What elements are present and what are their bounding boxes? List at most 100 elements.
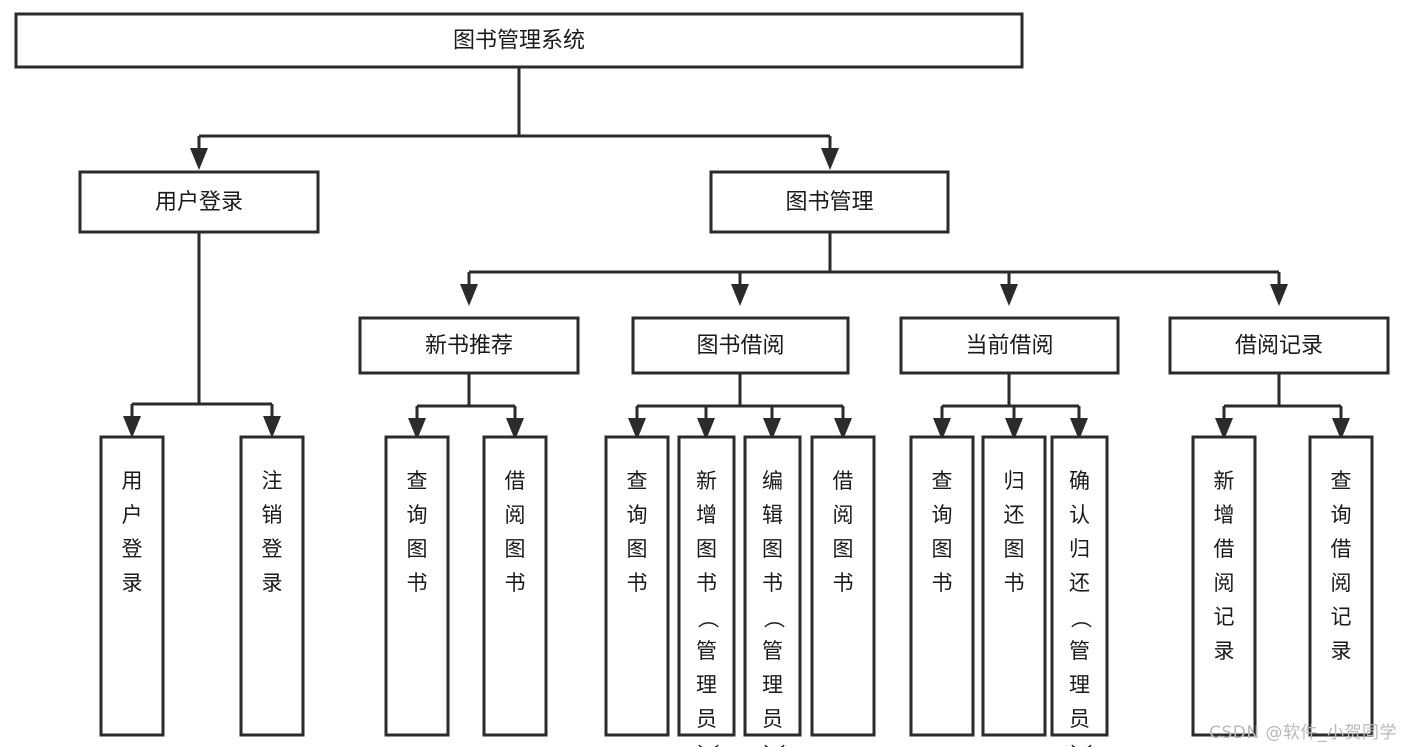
- node-new-book-recommend[interactable]: 新书推荐: [358, 316, 580, 375]
- node-user-login[interactable]: 用户登录: [78, 170, 320, 234]
- node-label-char: 查: [627, 469, 648, 493]
- node-label-char: 查: [1331, 469, 1352, 493]
- connector-book-manage-to-level3: [460, 232, 1288, 306]
- node-box-leaf-add-book[interactable]: [677, 435, 736, 737]
- node-label-char: 管: [1069, 639, 1090, 663]
- node-label-char: 录: [122, 571, 143, 595]
- node-label-char: ）: [762, 744, 786, 747]
- node-label-char: 图: [627, 537, 648, 561]
- node-label-char: 图: [762, 537, 783, 561]
- node-box-leaf-query-book-2[interactable]: [604, 435, 670, 737]
- node-label-char: 图: [833, 537, 854, 561]
- node-box-book-borrow[interactable]: [631, 316, 850, 375]
- arrow-head-icon: [731, 284, 749, 306]
- node-box-leaf-add-record[interactable]: [1191, 435, 1257, 737]
- node-box-user-login[interactable]: [78, 170, 320, 234]
- node-label-char: 书: [1004, 571, 1025, 595]
- node-leaf-user-login[interactable]: 用户登录: [99, 435, 165, 737]
- arrow-head-icon: [190, 148, 208, 170]
- watermark-text: CSDN @软件_小贺同学: [1209, 723, 1397, 743]
- node-borrow-record[interactable]: 借阅记录: [1168, 316, 1390, 375]
- node-box-borrow-record[interactable]: [1168, 316, 1390, 375]
- node-label-char: 确: [1069, 469, 1090, 493]
- node-label-char: 新: [1214, 469, 1235, 493]
- arrow-head-icon: [697, 418, 715, 440]
- node-box-current-borrow[interactable]: [899, 316, 1120, 375]
- arrow-head-icon: [506, 418, 524, 440]
- node-box-leaf-query-book-1[interactable]: [384, 435, 450, 737]
- node-box-leaf-user-logout[interactable]: [239, 435, 305, 737]
- node-box-leaf-edit-book[interactable]: [743, 435, 802, 737]
- arrow-head-icon: [933, 418, 951, 440]
- node-root[interactable]: 图书管理系统: [14, 12, 1024, 69]
- node-label-char: 书: [696, 571, 717, 595]
- arrow-head-icon: [1070, 418, 1088, 440]
- node-label-book-manage: 图书管理: [785, 190, 873, 215]
- node-label-char: 借: [833, 469, 854, 493]
- node-label-char: （: [696, 608, 720, 629]
- node-label-char: 书: [407, 571, 428, 595]
- node-box-leaf-borrow-book-1[interactable]: [482, 435, 548, 737]
- node-label-char: 增: [1214, 503, 1235, 527]
- node-box-leaf-query-record[interactable]: [1308, 435, 1374, 737]
- arrow-head-icon: [763, 418, 781, 440]
- node-label-char: 员: [762, 707, 783, 731]
- node-label-char: 阅: [1331, 571, 1352, 595]
- nodes-layer: 图书管理系统用户登录图书管理新书推荐图书借阅当前借阅借阅记录用户登录注销登录查询…: [14, 12, 1390, 747]
- node-label-char: 新: [696, 469, 717, 493]
- arrow-head-icon: [123, 416, 141, 438]
- node-box-leaf-confirm-return[interactable]: [1050, 435, 1109, 737]
- node-label-char: 认: [1069, 503, 1090, 527]
- node-label-book-borrow: 图书借阅: [696, 334, 784, 359]
- node-label-char: 阅: [833, 503, 854, 527]
- node-label-char: （: [1069, 608, 1093, 629]
- node-label-char: 用: [122, 469, 143, 493]
- node-box-leaf-query-book-3[interactable]: [909, 435, 975, 737]
- node-label-char: 查: [407, 469, 428, 493]
- node-label-char: 询: [932, 503, 953, 527]
- node-label-char: 登: [122, 537, 143, 561]
- node-label-char: 借: [1214, 537, 1235, 561]
- node-book-borrow[interactable]: 图书借阅: [631, 316, 850, 375]
- node-box-leaf-user-login[interactable]: [99, 435, 165, 737]
- node-box-leaf-borrow-book-2[interactable]: [810, 435, 876, 737]
- node-current-borrow[interactable]: 当前借阅: [899, 316, 1120, 375]
- node-label-char: 销: [262, 503, 283, 527]
- arrow-head-icon: [1000, 284, 1018, 306]
- node-book-manage[interactable]: 图书管理: [709, 170, 950, 234]
- connector-root-to-level2: [190, 67, 839, 170]
- node-label-char: 理: [696, 673, 717, 697]
- node-box-leaf-return-book[interactable]: [981, 435, 1047, 737]
- node-label-char: 书: [762, 571, 783, 595]
- node-label-char: 录: [1331, 639, 1352, 663]
- connectors-layer: [123, 67, 1350, 440]
- connector-new-book-recommend-to-leaves: [408, 373, 524, 440]
- node-label-char: 理: [1069, 673, 1090, 697]
- node-label-char: 询: [1331, 503, 1352, 527]
- arrow-head-icon: [1332, 418, 1350, 440]
- node-box-root[interactable]: [14, 12, 1024, 69]
- arrow-head-icon: [460, 284, 478, 306]
- node-label-char: 还: [1004, 503, 1025, 527]
- node-box-new-book-recommend[interactable]: [358, 316, 580, 375]
- node-label-root: 图书管理系统: [453, 29, 585, 54]
- node-box-book-manage[interactable]: [709, 170, 950, 234]
- arrow-head-icon: [1005, 418, 1023, 440]
- connector-book-borrow-to-leaves: [628, 373, 852, 440]
- node-label-char: 图: [932, 537, 953, 561]
- arrow-head-icon: [1215, 418, 1233, 440]
